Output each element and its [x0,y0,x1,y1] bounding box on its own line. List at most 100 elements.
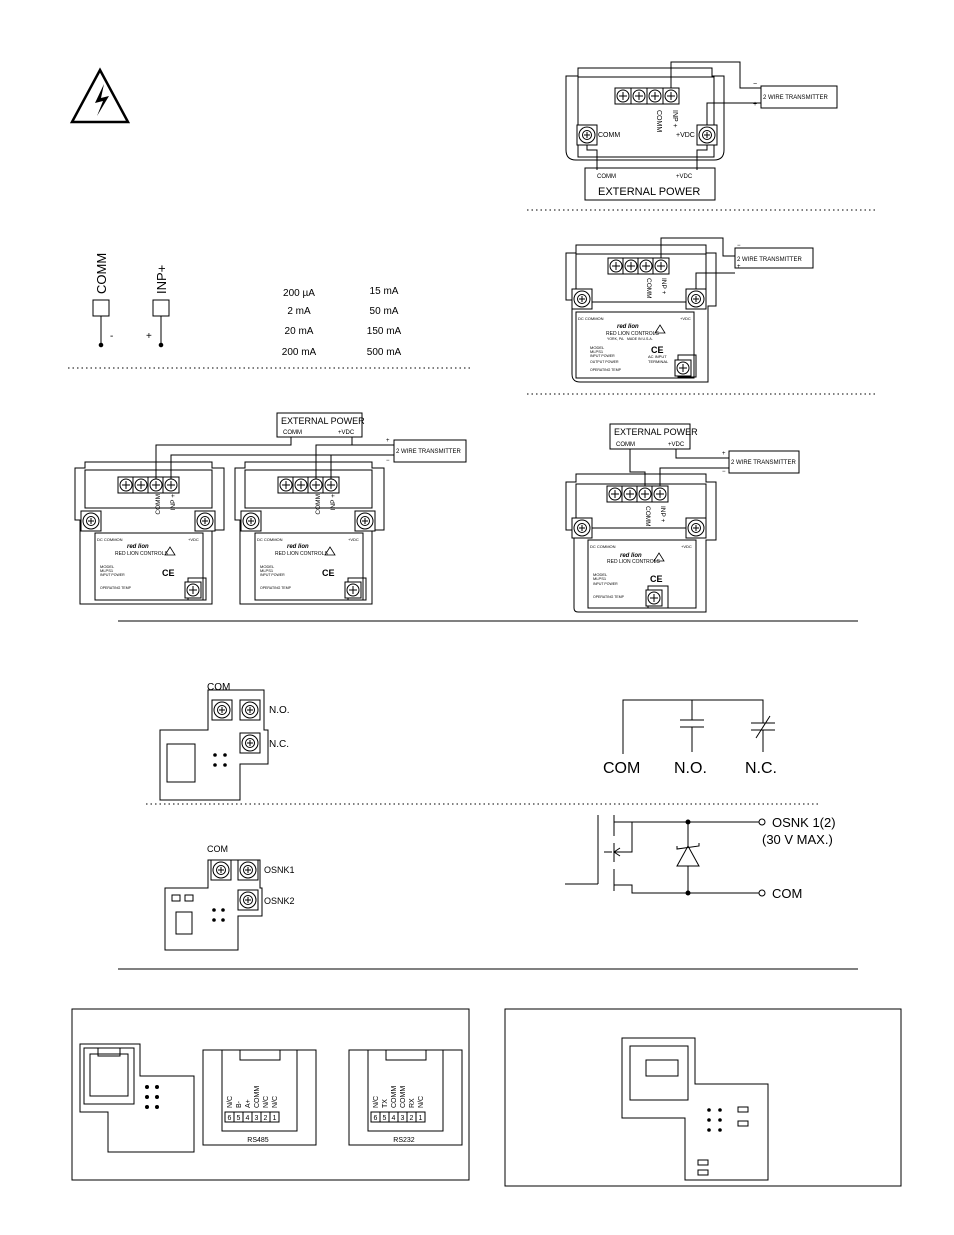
terminal-inp-label: INP + [671,110,678,128]
external-power-label: EXTERNAL POWER [598,186,700,198]
ranges-table: 200 µA 2 mA 20 mA 200 mA 15 mA 50 mA 150… [282,286,402,358]
relay-schematic: COM N.O. N.C. [603,699,777,777]
rs485-pin-number: 1 [273,1115,277,1122]
plus-sign: + [737,264,741,270]
ext-comm-label: COMM [616,442,635,448]
ext-comm-label: COMM [597,174,616,180]
input-terminal-diagram: COMM INP+ - + [92,253,170,348]
rs232-pin-label: N/C [373,1096,380,1108]
ce-mark: CE [650,574,663,584]
input-power-label: INPUT POWER [260,573,285,577]
ext-vdc-label: +VDC [338,430,355,436]
rs232-pin-number: 3 [401,1115,405,1122]
operating-temp-label: OPERATING TEMP [590,368,622,372]
terminal-comm-label: COMM [315,494,322,515]
ext-comm-label: COMM [283,430,302,436]
brand-logo: red lion [287,544,309,550]
input-power-label: INPUT POWER [100,573,125,577]
terminal-label: TERMINAL [648,359,669,364]
warning-icon [653,552,665,562]
rs232-pin-number: 1 [419,1115,423,1122]
terminal-inp-label: INP + [660,278,667,295]
output-power-label: OUTPUT POWER [590,360,619,364]
relay-board-diagram: COM N.O. N.C. [159,682,290,801]
model-heading: MODEL [593,572,608,577]
input-power-label: INPUT POWER [590,354,615,358]
sink-schematic: OSNK 1(2) (30 V MAX.) COM [565,815,836,901]
ce-mark: CE [651,345,664,355]
rs485-pin-box [269,1111,280,1123]
relay-com-label: COM [207,682,230,693]
vdc-label: +VDC [188,537,199,542]
brand-logo: red lion [127,544,149,550]
meter-supply-module-diagram: COMM INP + DC COMMON +VDC red lion RED L… [565,237,814,383]
rs485-pin-label: B- [236,1100,243,1108]
terminal-inp-label: INP + [170,494,177,511]
ac-input-label: AC INPUT [648,354,667,359]
rs232-pin-number: 4 [392,1115,396,1122]
external-power-label: EXTERNAL POWER [281,416,365,426]
rs485-pin-label: N/C [263,1096,270,1108]
range-cell: 50 mA [370,306,399,317]
company-label: RED LION CONTROLS [115,551,168,557]
model-value: MLPS1 [593,576,607,581]
rs232-pin-label: TX [382,1099,389,1108]
warning-icon [164,546,176,556]
ext-vdc-label: +VDC [676,174,693,180]
external-power-label: EXTERNAL POWER [614,427,698,437]
terminal-comm-label: COMM [645,278,652,299]
range-cell: 15 mA [370,286,399,297]
model-value: MLPS1 [590,349,604,354]
minus-sign: - [110,331,113,342]
range-cell: 200 mA [282,347,317,358]
rs485-pin-label: N/C [272,1096,279,1108]
usb-connector [629,1045,689,1101]
terminal-inp-label: INP + [659,506,666,523]
rs485-pin-number: 2 [264,1115,268,1122]
model-heading: MODEL [590,345,605,350]
range-cell: 150 mA [367,326,402,337]
plus-sign: + [753,101,757,108]
operating-temp-label: OPERATING TEMP [593,595,625,599]
range-cell: 2 mA [287,306,311,317]
terminal-inp-label: INP + [330,494,337,511]
range-cell: 500 mA [367,347,402,358]
rs485-pin-label: COMM [254,1086,261,1108]
minus-sign: − [722,469,726,475]
sink-com-label: COM [207,844,228,854]
made-in-label: MADE IN U.S.A. [627,337,653,341]
company-label: RED LION CONTROLS [607,559,660,565]
relay-nc-label: N.C. [269,739,289,750]
usb-panel [504,1008,902,1187]
osnk2-label: OSNK2 [264,896,295,906]
transmitter-label: 2 WIRE TRANSMITTER [396,449,462,455]
schem-nc-label: N.C. [745,760,777,777]
input-power-label: INPUT POWER [593,582,618,586]
rs232-pin-box [415,1111,426,1123]
model-value: MLPS1 [100,568,114,573]
rs232-pin-label: COMM [391,1086,398,1108]
terminal-comm-label: COMM [655,110,662,132]
dc-common-label: DC COMMON [590,544,616,549]
rs232-pin-label: COMM [400,1086,407,1108]
rs485-pin-number: 4 [246,1115,250,1122]
schem-no-label: N.O. [674,760,707,777]
schem-osnk-label: OSNK 1(2) [772,815,836,830]
meter-module-external-power-diagram: EXTERNAL POWER COMM +VDC 2 WIRE TRANSMIT… [565,423,800,613]
inp-terminal-label: INP+ [154,265,169,294]
vdc-label: +VDC [348,537,359,542]
warning-icon [324,546,336,556]
comm-label: COMM [598,132,620,139]
rs485-pin-number: 5 [237,1115,241,1122]
rs485-pin-label: A+ [245,1099,252,1108]
vdc-label: +VDC [681,544,692,549]
ext-vdc-label: +VDC [668,442,685,448]
dual-meter-diagram: EXTERNAL POWER COMM +VDC 2 WIRE TRANSMIT… [74,412,467,605]
transmitter-label: 2 WIRE TRANSMITTER [731,460,797,466]
minus-sign: − [386,458,390,464]
relay-no-label: N.O. [269,705,290,716]
plus-sign: + [386,438,390,444]
transmitter-label: 2 WIRE TRANSMITTER [763,95,829,101]
